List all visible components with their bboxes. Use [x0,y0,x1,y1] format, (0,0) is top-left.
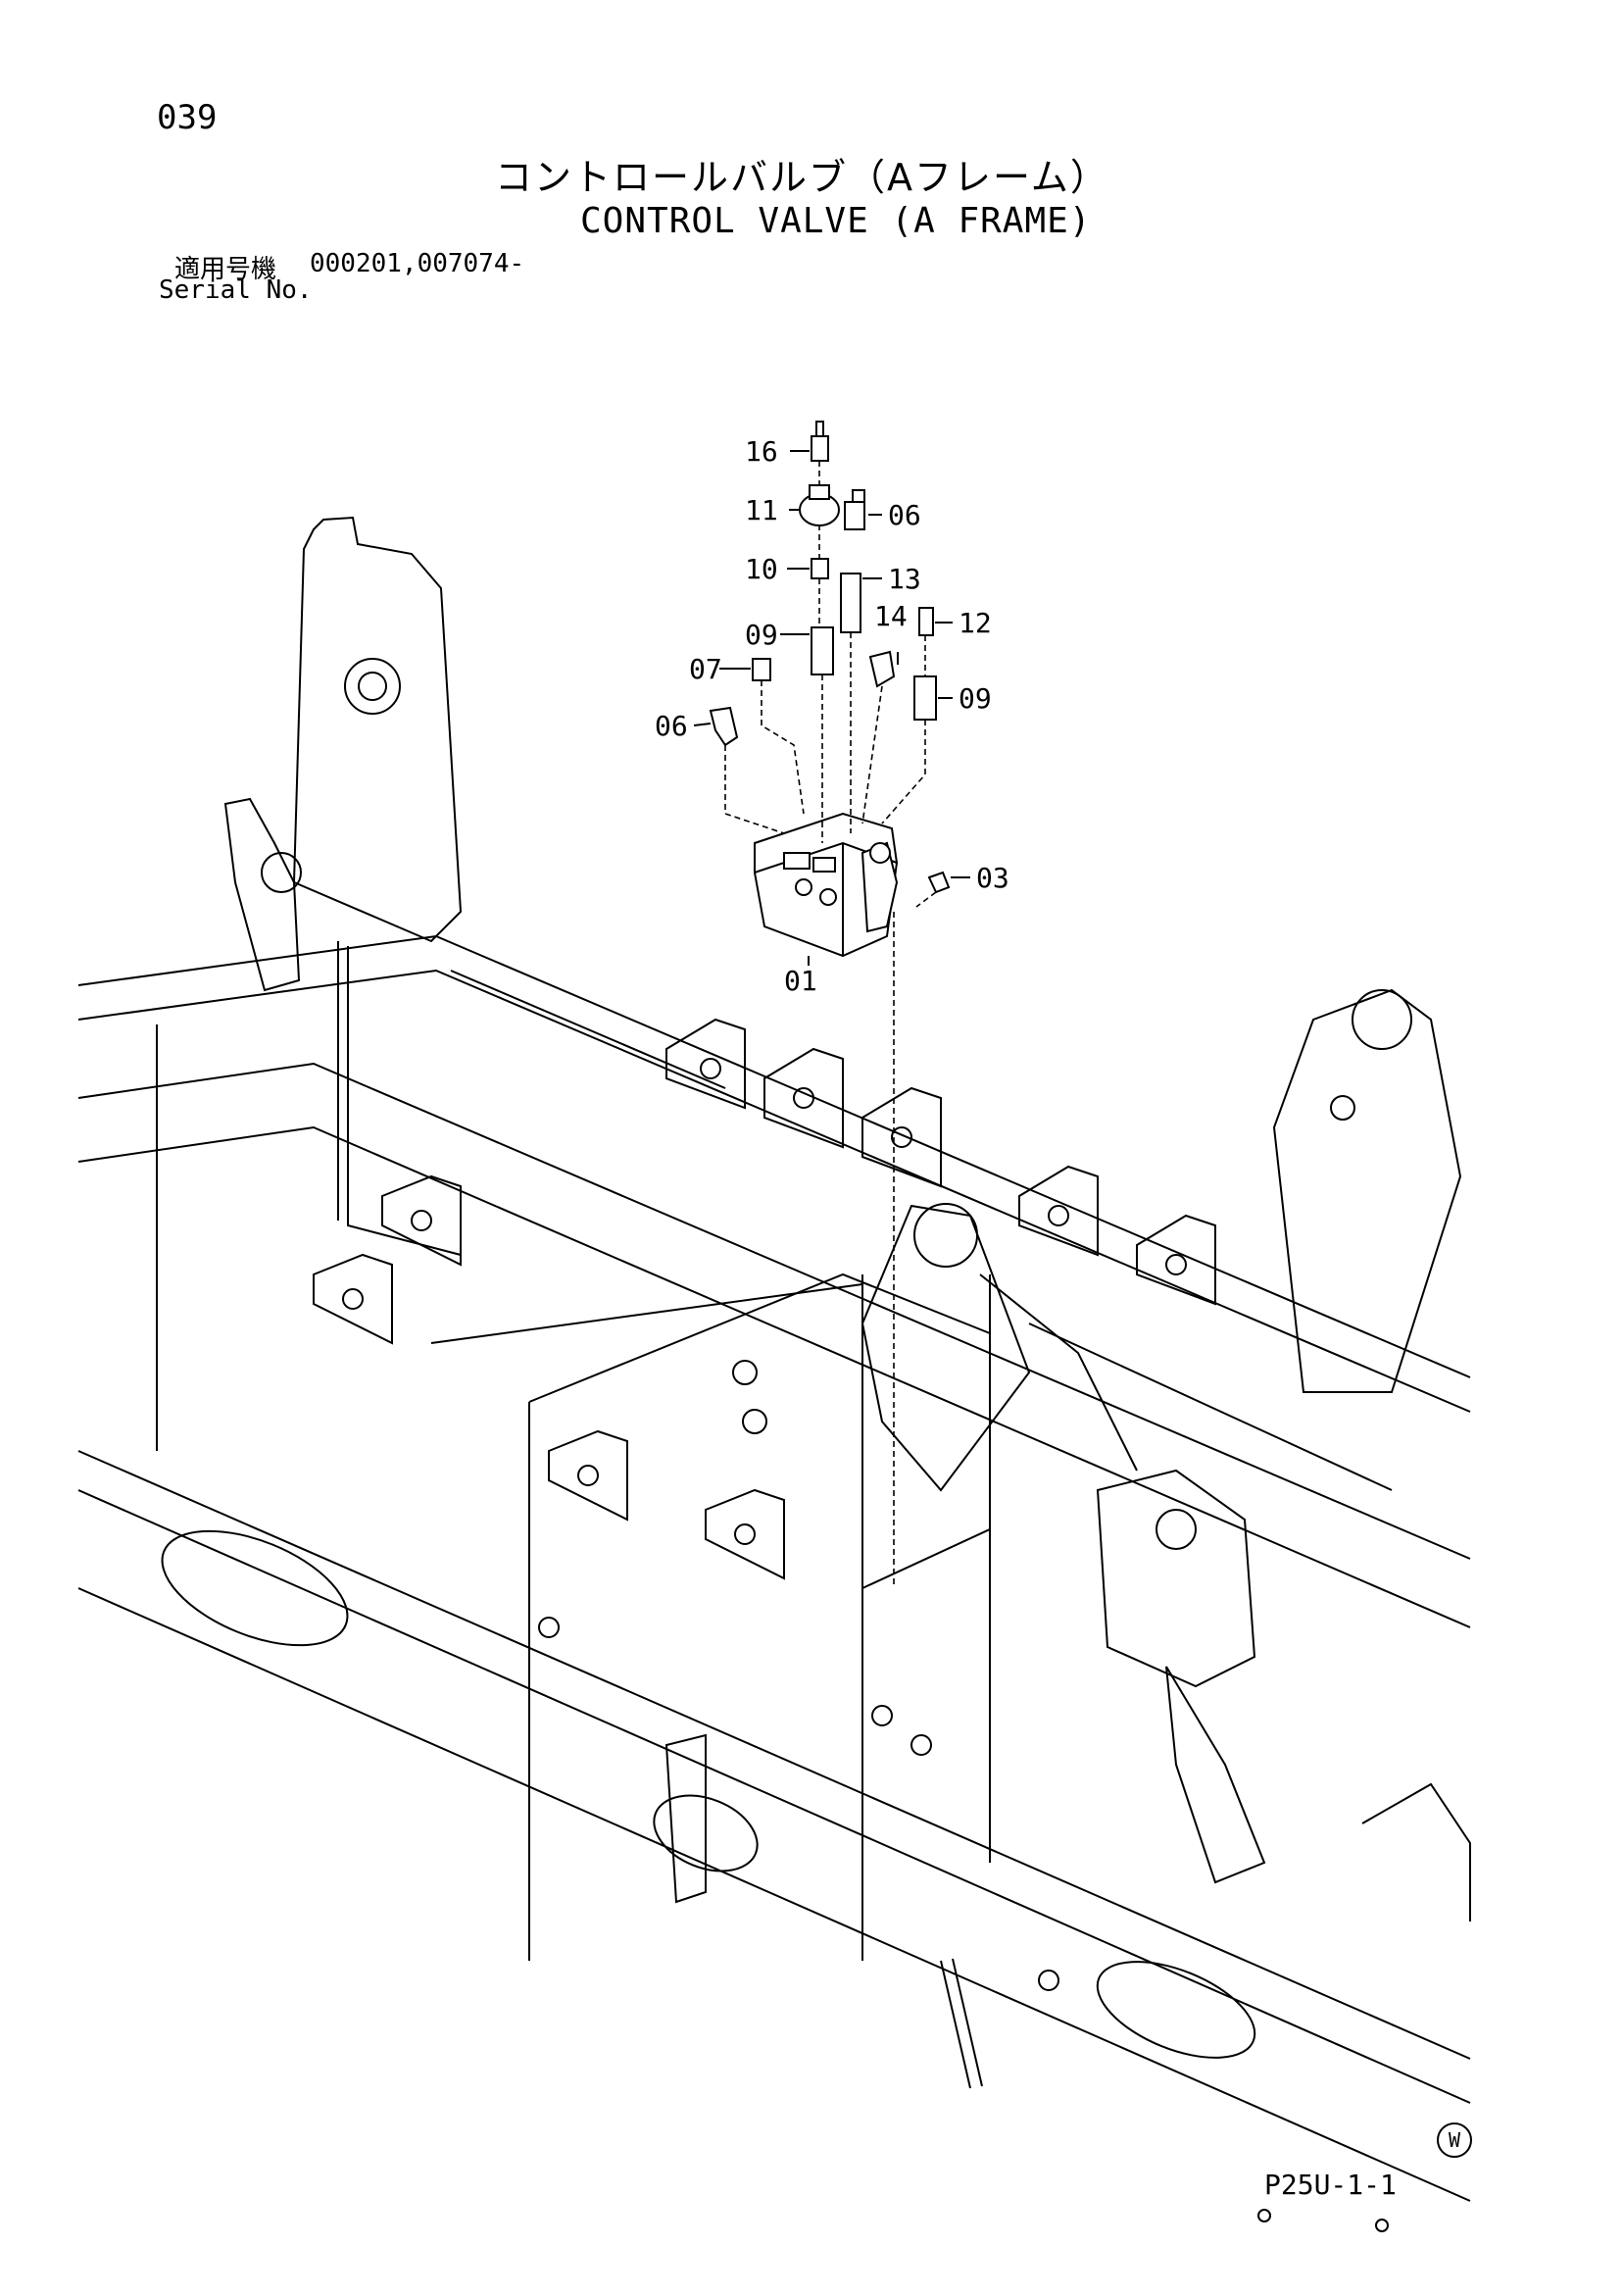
callout-09-left: 09 [745,619,778,651]
callout-06-top: 06 [888,499,921,531]
serial-numbers: 000201,007074- [310,249,525,278]
callout-16: 16 [745,435,778,468]
page-number: 039 [157,98,218,137]
corner-mark: W [1437,2122,1472,2158]
page-code: P25U-1-1 [1264,2169,1397,2201]
title-english: CONTROL VALVE (A FRAME) [580,201,1092,241]
callout-07: 07 [689,653,722,685]
title-japanese: コントロールバルブ（Aフレーム） [495,156,1109,199]
callout-13: 13 [888,563,921,595]
callout-06-left: 06 [655,710,688,742]
callout-14: 14 [874,600,908,632]
callout-11: 11 [745,494,778,526]
callout-12: 12 [959,607,992,639]
serial-label-english: Serial No. [159,275,313,305]
callout-09-right: 09 [959,682,992,715]
control-valve-assembly: 16 11 06 10 13 09 14 12 07 09 06 03 01 [655,421,1009,1588]
callout-10: 10 [745,553,778,585]
callout-03: 03 [976,862,1009,894]
serial-label-japanese: 適用号機 [174,255,277,284]
callout-01: 01 [784,965,817,997]
frame-structure [77,516,1471,2232]
